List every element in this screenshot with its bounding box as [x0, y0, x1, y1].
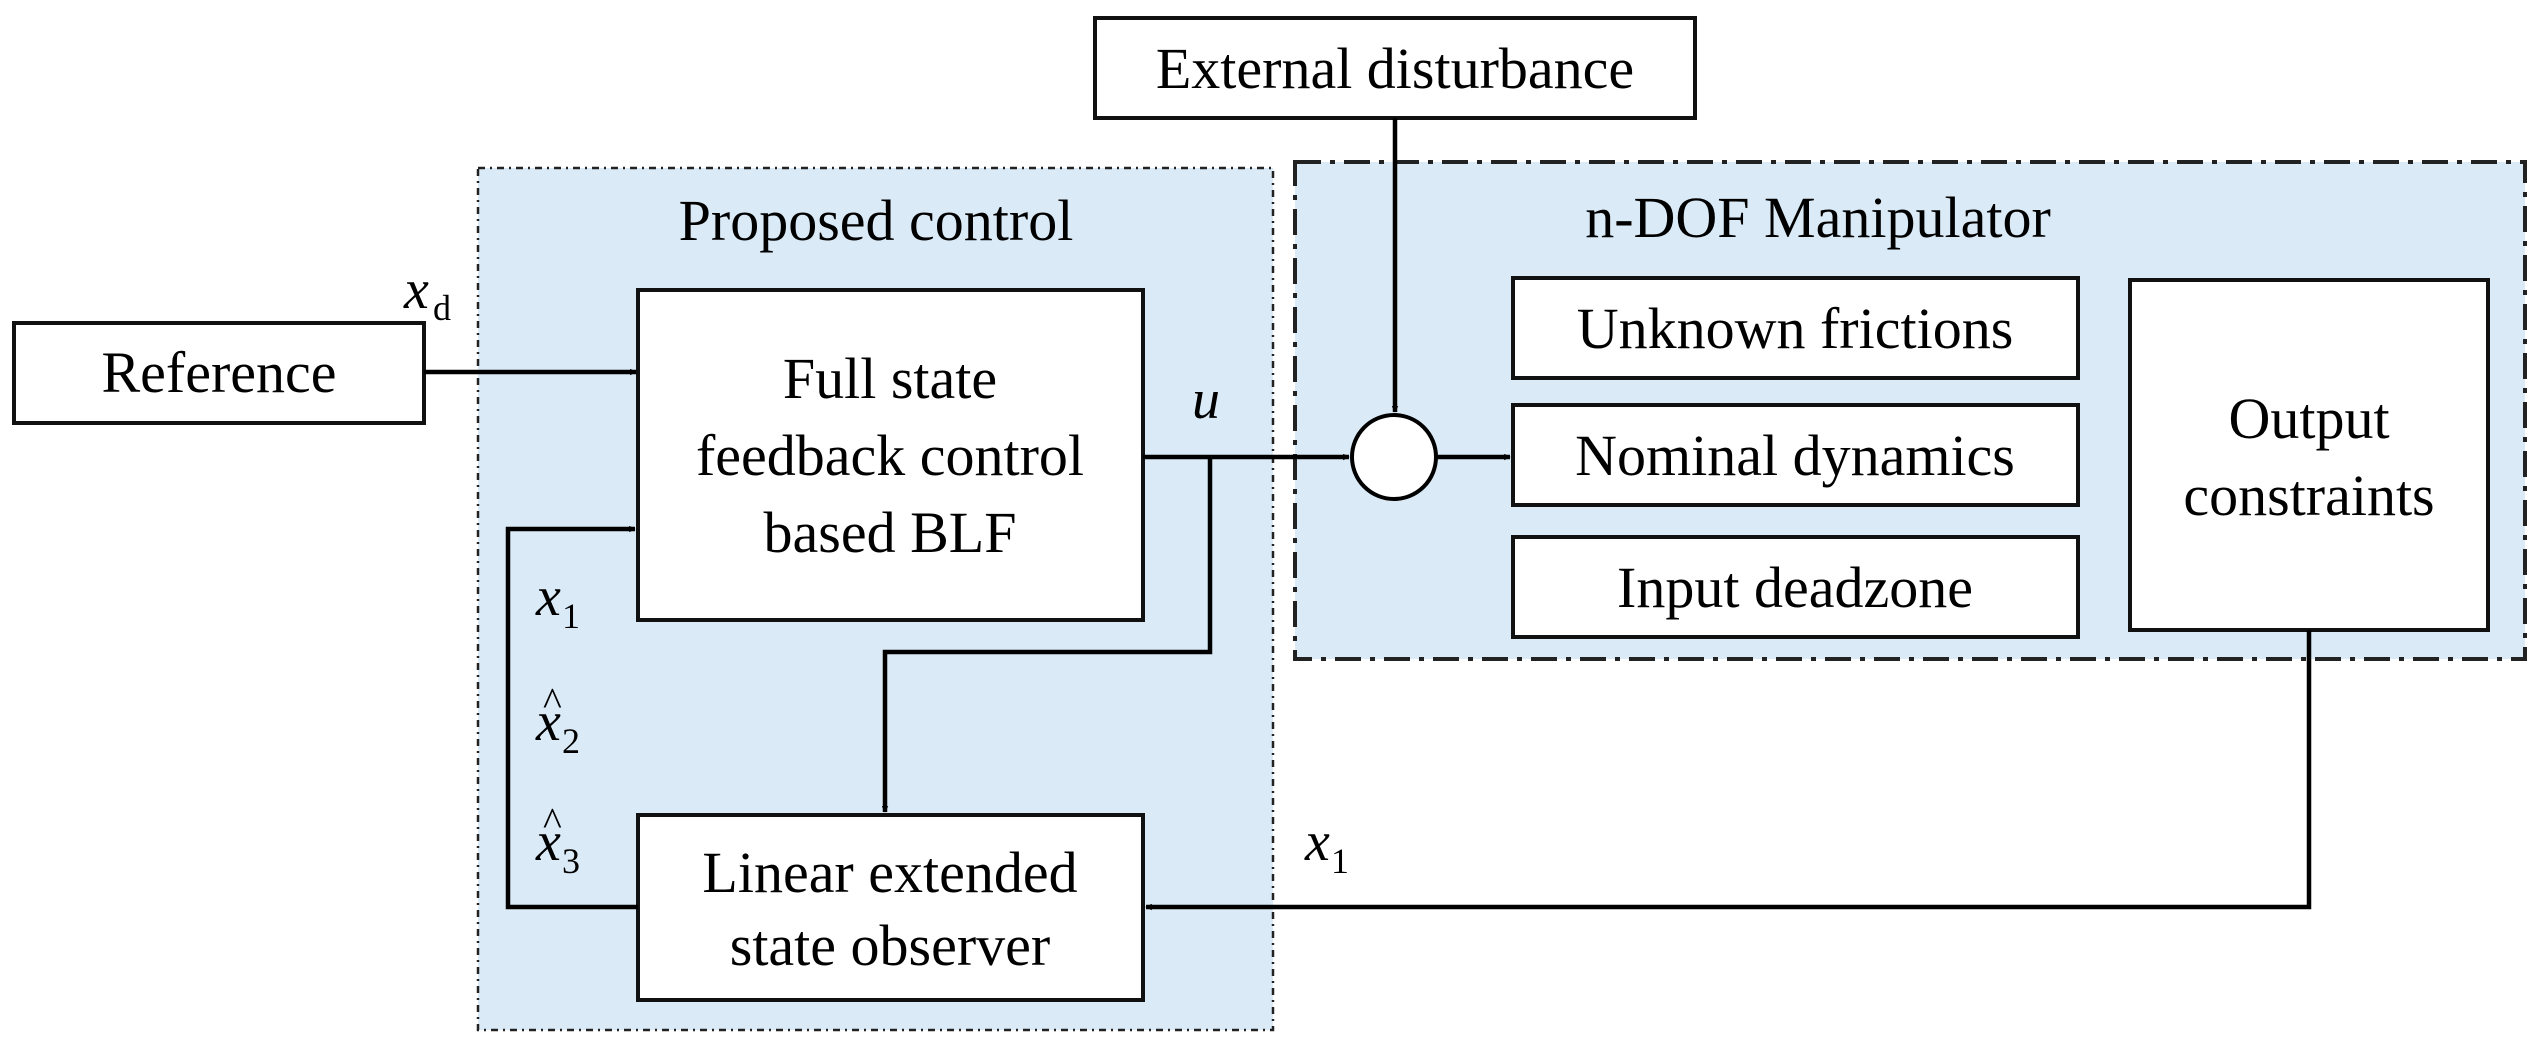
svg-text:x: x — [403, 259, 429, 321]
x1-loop-signal-label: x 1 — [535, 566, 580, 636]
svg-text:x: x — [535, 566, 561, 628]
svg-text:^: ^ — [543, 679, 562, 724]
input-deadzone-block: Input deadzone — [1511, 535, 2080, 639]
external-disturbance-block: External disturbance — [1093, 16, 1697, 120]
external-disturbance-label: External disturbance — [1156, 36, 1634, 101]
summing-junction — [1350, 413, 1438, 501]
proposed-control-title: Proposed control — [679, 188, 1074, 253]
svg-text:^: ^ — [543, 799, 562, 844]
xd-signal-label: x d — [403, 259, 451, 328]
input-deadzone-label: Input deadzone — [1617, 555, 1973, 620]
manipulator-title: n-DOF Manipulator — [1585, 185, 2051, 250]
unknown-frictions-label: Unknown frictions — [1577, 296, 2014, 361]
u-signal-label: u — [1192, 369, 1220, 431]
controller-label-line-3: based BLF — [764, 500, 1017, 565]
svg-text:3: 3 — [562, 841, 580, 881]
control-to-observer-arrow — [881, 457, 1213, 813]
svg-text:x: x — [535, 691, 561, 753]
observer-label-line-2: state observer — [730, 913, 1050, 978]
unknown-frictions-block: Unknown frictions — [1511, 276, 2080, 380]
observer-label-line-1: Linear extended — [702, 840, 1077, 905]
output-constraints-label-line-1: Output — [2228, 386, 2389, 451]
svg-text:2: 2 — [562, 721, 580, 761]
controller-block: Full state feedback control based BLF — [636, 288, 1145, 622]
nominal-dynamics-block: Nominal dynamics — [1511, 403, 2080, 507]
observer-to-controller-loop-arrow — [505, 525, 638, 910]
svg-text:1: 1 — [562, 596, 580, 636]
svg-text:u: u — [1192, 369, 1220, 431]
x1-feedback-signal-label: x 1 — [1304, 811, 1349, 881]
x3-hat-signal-label: ^ x 3 — [535, 799, 580, 881]
controller-label-line-2: feedback control — [696, 423, 1084, 488]
svg-text:d: d — [433, 288, 451, 328]
reference-label: Reference — [101, 340, 336, 405]
output-constraints-label-line-2: constraints — [2183, 463, 2434, 528]
nominal-dynamics-label: Nominal dynamics — [1575, 423, 2015, 488]
controller-label-line-1: Full state — [783, 346, 997, 411]
x2-hat-signal-label: ^ x 2 — [535, 679, 580, 761]
output-feedback-arrow — [1145, 630, 2312, 911]
output-constraints-block: Output constraints — [2128, 278, 2490, 632]
svg-text:x: x — [1304, 811, 1330, 873]
reference-block: Reference — [12, 321, 426, 425]
svg-text:x: x — [535, 811, 561, 873]
observer-block: Linear extended state observer — [636, 813, 1145, 1002]
svg-text:1: 1 — [1331, 841, 1349, 881]
